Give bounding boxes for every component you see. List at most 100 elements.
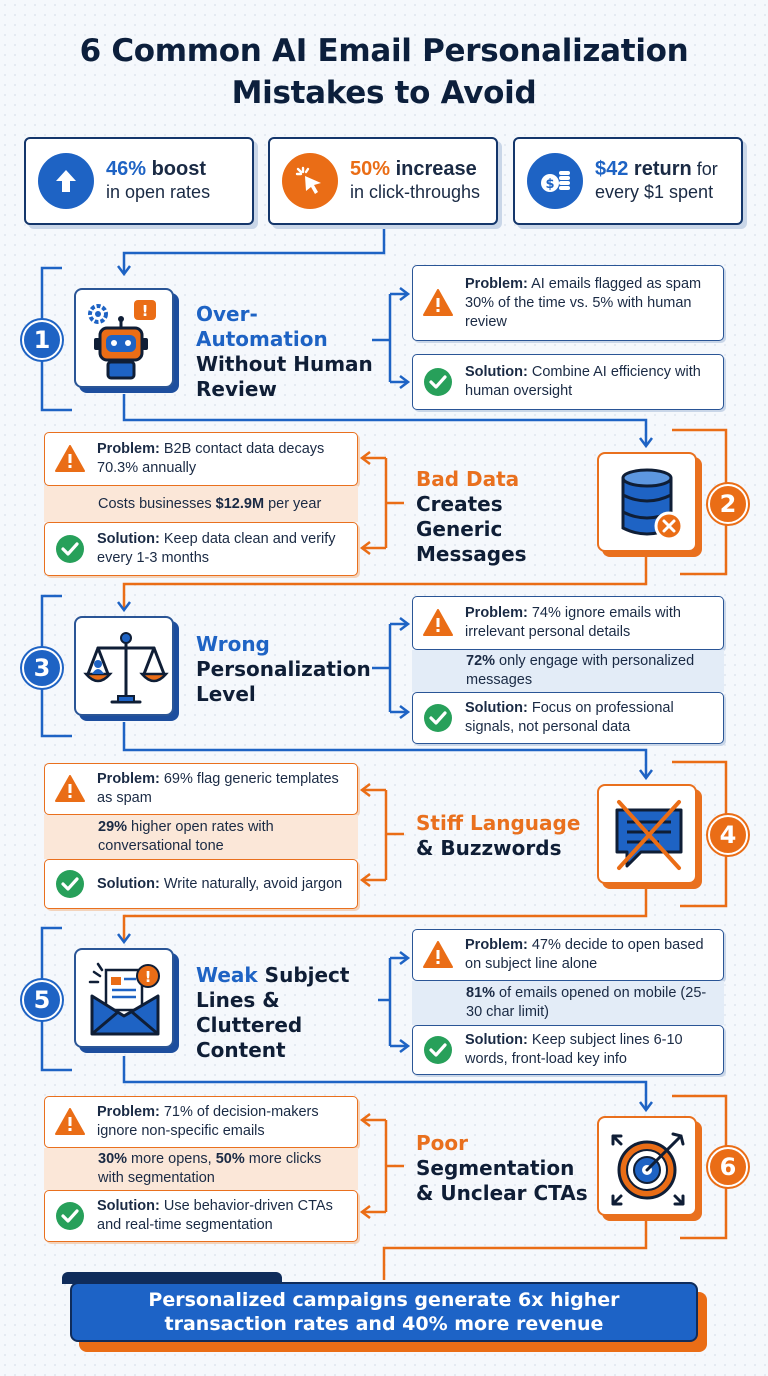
envelope-alert-icon: !: [88, 962, 160, 1036]
stat-highlight: 46%: [106, 158, 147, 180]
problem-text: AI emails flagged as spam 30% of the tim…: [465, 275, 702, 330]
solution-text: Keep data clean and verify every 1-3 mon…: [97, 531, 336, 566]
mistake-3-solution-card: Solution: Focus on professional signals,…: [412, 692, 724, 744]
stat-bold: boost: [146, 158, 207, 180]
middle-bold: 72%: [466, 653, 496, 669]
mistake-4-solution-card: Solution: Write naturally, avoid jargon: [44, 859, 358, 909]
warning-icon: [423, 289, 453, 316]
step-number-3: 3: [22, 648, 62, 688]
stat-card-return: $ $42 return for every $1 spent: [513, 137, 743, 225]
problem-text: B2B contact data decays 70.3% annually: [97, 441, 325, 476]
solution-label: Solution:: [97, 531, 160, 547]
target-arrows-icon: [611, 1132, 685, 1206]
mistake-2-icon-box: [597, 452, 697, 552]
stat-rest: for: [691, 159, 718, 179]
mistake-2-problem-card: Problem: B2B contact data decays 70.3% a…: [44, 432, 358, 486]
mistake-2-heading-line-2: Messages: [416, 542, 527, 566]
stat-line2: in click-throughs: [350, 182, 481, 202]
solution-label: Solution:: [465, 700, 528, 716]
mistake-1-heading-line-1: Without Human: [196, 352, 373, 376]
mistake-3-heading-accent: Wrong: [196, 632, 270, 656]
step-number-1: 1: [22, 320, 62, 360]
mistake-3-heading-line-2: Level: [196, 682, 256, 706]
coins-icon: $: [527, 153, 583, 209]
mistake-5-heading: Weak Subject Lines & Cluttered Content: [196, 963, 380, 1063]
mistake-4-icon-box: [597, 784, 697, 884]
problem-label: Problem:: [465, 605, 528, 621]
solution-label: Solution:: [465, 364, 528, 380]
footer-line-2: transaction rates and 40% more revenue: [164, 1313, 604, 1335]
mistake-1-icon-box: !: [74, 288, 174, 388]
mistake-6-icon-box: [597, 1116, 697, 1216]
solution-text: Combine AI efficiency with human oversig…: [465, 364, 701, 399]
middle-bold: 81%: [466, 985, 496, 1001]
middle-pre: Costs businesses: [98, 495, 216, 512]
mistake-4-heading-line-1: & Buzzwords: [416, 836, 562, 860]
mistake-6-middle-stat: 30% more opens, 50% more clicks with seg…: [44, 1148, 358, 1190]
check-circle-icon: [424, 1036, 452, 1064]
cursor-click-icon: [282, 153, 338, 209]
stat-line2: every $1 spent: [595, 182, 714, 202]
warning-icon: [55, 445, 85, 472]
mistake-5-middle-stat: 81% of emails opened on mobile (25-30 ch…: [412, 981, 724, 1025]
mistake-5-heading-accent: Weak: [196, 963, 258, 987]
mistake-5-solution-card: Solution: Keep subject lines 6-10 words,…: [412, 1025, 724, 1075]
mistake-2-middle-stat: Costs businesses $12.9M per year: [44, 486, 358, 522]
mistake-1-heading-line-2: Review: [196, 377, 277, 401]
check-circle-icon: [424, 704, 452, 732]
check-circle-icon: [56, 1202, 84, 1230]
mistake-6-solution-card: Solution: Use behavior-driven CTAs and r…: [44, 1190, 358, 1242]
warning-icon: [55, 1108, 85, 1135]
stat-card-click-throughs: 50% increase in click-throughs: [268, 137, 498, 225]
middle-bold: 30%: [98, 1151, 128, 1167]
solution-label: Solution:: [465, 1032, 528, 1048]
problem-text: 69% flag generic templates as spam: [97, 771, 339, 806]
problem-text: 47% decide to open based on subject line…: [465, 937, 704, 972]
title-line-1: 6 Common AI Email Personalization: [79, 33, 689, 69]
problem-label: Problem:: [97, 771, 160, 787]
middle-post-2: more clicks with segmentation: [98, 1151, 322, 1186]
footer-line-1: Personalized campaigns generate 6x highe…: [148, 1289, 620, 1311]
mistake-4-heading: Stiff Language & Buzzwords: [416, 811, 594, 861]
footer-banner-tab: [62, 1272, 282, 1284]
step-number-5: 5: [22, 980, 62, 1020]
mistake-3-heading: Wrong Personalization Level: [196, 632, 376, 707]
svg-text:$: $: [545, 177, 554, 192]
robot-alert-icon: !: [88, 300, 156, 380]
mistake-4-heading-accent: Stiff Language: [416, 811, 581, 835]
problem-text: 71% of decision-makers ignore non-specif…: [97, 1104, 319, 1139]
middle-post: per year: [264, 495, 322, 512]
svg-text:!: !: [145, 968, 152, 986]
mistake-6-heading-accent: Poor: [416, 1131, 469, 1155]
solution-text: Focus on professional signals, not perso…: [465, 700, 674, 735]
stat-bold: increase: [390, 158, 477, 180]
page-title: 6 Common AI Email Personalization Mistak…: [0, 30, 768, 114]
check-circle-icon: [424, 368, 452, 396]
stat-highlight: $42: [595, 158, 629, 180]
mistake-4-middle-stat: 29% higher open rates with conversationa…: [44, 815, 358, 859]
solution-text: Keep subject lines 6-10 words, front-loa…: [465, 1032, 683, 1067]
mistake-3-problem-card: Problem: 74% ignore emails with irreleva…: [412, 596, 724, 650]
solution-label: Solution:: [97, 875, 160, 892]
mistake-1-problem-card: Problem: AI emails flagged as spam 30% o…: [412, 265, 724, 341]
middle-post: more opens,: [127, 1151, 216, 1167]
footer-banner: Personalized campaigns generate 6x highe…: [70, 1282, 698, 1342]
problem-text: 74% ignore emails with irrelevant person…: [465, 605, 681, 640]
problem-label: Problem:: [465, 937, 528, 953]
middle-post: only engage with personalized messages: [466, 653, 695, 688]
mistake-1-solution-card: Solution: Combine AI efficiency with hum…: [412, 354, 724, 410]
mistake-6-heading-line-2: & Unclear CTAs: [416, 1181, 588, 1205]
middle-post: of emails opened on mobile (25-30 char l…: [466, 985, 707, 1020]
balance-scale-icon: [83, 632, 169, 704]
problem-label: Problem:: [97, 1104, 160, 1120]
warning-icon: [55, 775, 85, 802]
middle-post: higher open rates with conversational to…: [98, 819, 274, 854]
crossed-chat-icon: [615, 800, 683, 870]
middle-bold-2: 50%: [215, 1151, 245, 1167]
stat-line2: in open rates: [106, 182, 211, 202]
mistake-6-heading: Poor Segmentation & Unclear CTAs: [416, 1131, 594, 1206]
solution-label: Solution:: [97, 1198, 160, 1214]
mistake-3-middle-stat: 72% only engage with personalized messag…: [412, 650, 724, 692]
mistake-4-problem-card: Problem: 69% flag generic templates as s…: [44, 763, 358, 815]
